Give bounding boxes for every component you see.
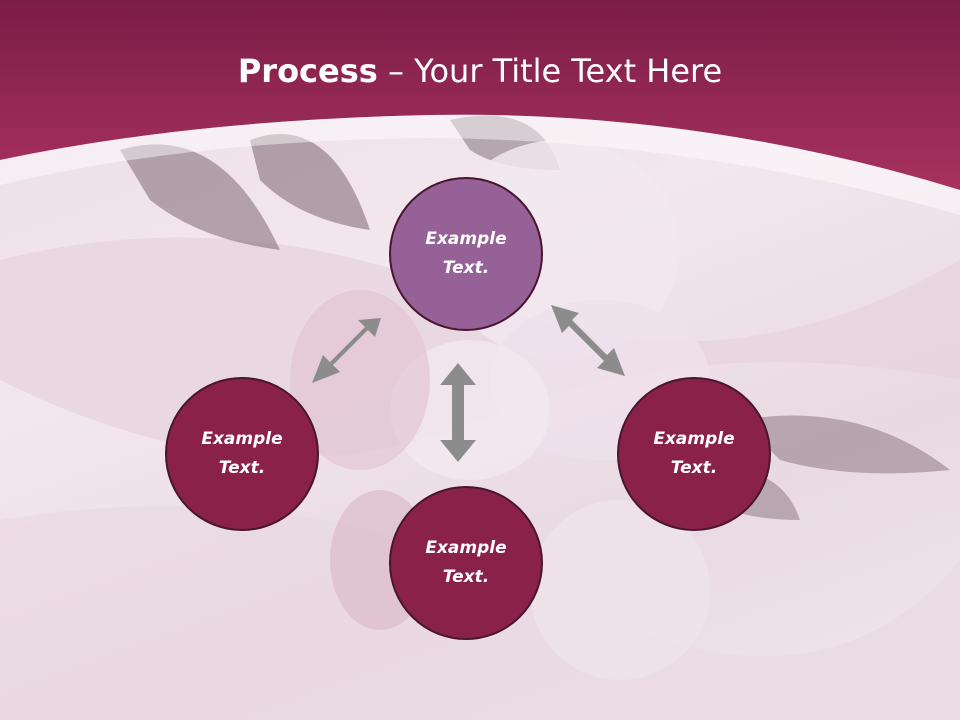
node-left-label: Example Text. [201,429,283,478]
arrow-vertical [440,363,476,462]
arrow-top-right [551,305,625,376]
node-top-label: Example Text. [425,229,507,278]
node-bottom-label: Example Text. [425,538,507,587]
process-node-left: Example Text. [165,377,319,531]
slide-title: Process – Your Title Text Here [0,52,960,90]
title-bold: Process [237,52,378,90]
node-right-label: Example Text. [653,429,735,478]
title-rest: – Your Title Text Here [377,52,723,90]
process-node-right: Example Text. [617,377,771,531]
arrow-top-left [312,318,381,383]
process-node-bottom: Example Text. [389,486,543,640]
process-node-top: Example Text. [389,177,543,331]
